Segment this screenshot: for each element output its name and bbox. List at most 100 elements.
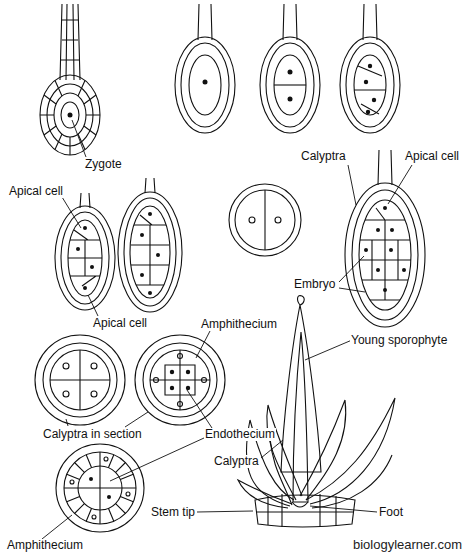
archegonium-stage [203, 80, 208, 85]
embryo-section [235, 190, 295, 250]
leader-line [66, 412, 148, 427]
archegonium-zygote [40, 4, 100, 155]
archegonium-stage [366, 110, 370, 114]
leader-line [42, 120, 412, 539]
embryo-section [275, 217, 281, 223]
leader-line [339, 256, 365, 292]
archegonium-zygote [60, 4, 80, 80]
archegonium-embryo [68, 230, 102, 286]
part-label: Embryo [293, 278, 336, 291]
archegonium-embryo [55, 193, 115, 310]
part-label: Young sporophyte [350, 334, 448, 347]
archegonium-zygote [40, 80, 100, 155]
part-label: Zygote [84, 158, 123, 171]
leader-line [261, 440, 283, 458]
leader-line [348, 165, 356, 205]
archegonium-stage [266, 43, 314, 127]
archegonium-embryo [345, 183, 425, 327]
watermark: biologylearner.com [352, 538, 463, 551]
archegonium-embryo [376, 268, 380, 272]
young-sporophyte [293, 332, 308, 502]
archegonium-stage [260, 4, 320, 133]
archegonium-embryo [90, 265, 94, 269]
archegonium-stage [283, 4, 297, 40]
leader-line [42, 515, 72, 539]
archegonium-embryo [345, 150, 425, 327]
part-label: Calyptra [213, 455, 260, 468]
section-ring [64, 452, 136, 524]
section-grid [135, 335, 225, 425]
part-label: Apical cell [404, 150, 460, 163]
young-sporophyte [298, 296, 305, 305]
archegonium-stage [340, 37, 400, 133]
archegonium-embryo [118, 192, 182, 312]
section-grid [150, 350, 210, 410]
young-sporophyte [281, 305, 321, 472]
part-label: Calyptra [300, 150, 347, 163]
archegonium-embryo [83, 286, 87, 290]
section-ring [126, 492, 130, 496]
archegonium-embryo [389, 248, 393, 252]
archegonium-stage [288, 97, 293, 102]
section-four-cell [63, 363, 69, 369]
archegonium-embryo [148, 291, 152, 295]
section-ring [70, 480, 74, 484]
archegonium-stage [354, 66, 386, 114]
archegonium-embryo [352, 190, 418, 320]
archegonium-stage [368, 64, 372, 68]
leader-line [72, 120, 86, 157]
archegonium-embryo [145, 178, 155, 193]
young-sporophyte [238, 480, 292, 508]
section-grid [186, 386, 190, 390]
archegonium-embryo [156, 253, 160, 257]
section-grid [135, 335, 225, 425]
embryo-section [229, 184, 301, 256]
archegonium-stage [198, 4, 212, 40]
archegonium-embryo [131, 215, 169, 285]
section-grid [202, 378, 207, 383]
part-label: Stem tip [150, 506, 196, 519]
young-sporophyte [256, 494, 354, 527]
part-label: Calyptra in section [42, 428, 143, 441]
embryo-section [264, 190, 265, 250]
archegonium-zygote [40, 75, 100, 155]
leader-line [197, 511, 253, 512]
young-sporophyte [255, 495, 355, 527]
section-grid [178, 354, 183, 359]
leader-line [310, 506, 377, 512]
archegonium-embryo [61, 212, 109, 304]
section-grid [143, 343, 217, 417]
section-grid [186, 370, 190, 374]
section-four-cell [50, 350, 110, 410]
archegonium-embryo [148, 212, 152, 216]
young-sporophyte [300, 400, 346, 500]
section-ring [92, 515, 96, 519]
archegonium-stage [175, 37, 235, 133]
section-four-cell [91, 391, 97, 397]
section-ring [107, 495, 111, 499]
archegonium-zygote [68, 113, 73, 118]
young-sporophyte [312, 455, 392, 508]
part-label: Foot [378, 506, 404, 519]
archegonium-stage [346, 43, 394, 127]
archegonium-stage [175, 4, 235, 133]
part-label: Apical cell [92, 317, 148, 330]
section-ring [64, 452, 136, 524]
archegonium-embryo [383, 288, 387, 292]
archegonium-embryo [390, 228, 394, 232]
section-grid [170, 370, 174, 374]
archegonium-stage [274, 84, 306, 85]
archegonium-embryo [378, 150, 392, 185]
archegonium-embryo [130, 206, 170, 298]
archegonium-stage [274, 55, 306, 115]
section-four-cell [43, 343, 117, 417]
archegonium-stage [372, 98, 376, 102]
leader-line [388, 165, 412, 204]
section-ring [78, 466, 122, 510]
archegonium-stage [363, 4, 377, 40]
section-grid [154, 378, 159, 383]
section-grid [150, 350, 210, 410]
archegonium-embryo [140, 273, 144, 277]
